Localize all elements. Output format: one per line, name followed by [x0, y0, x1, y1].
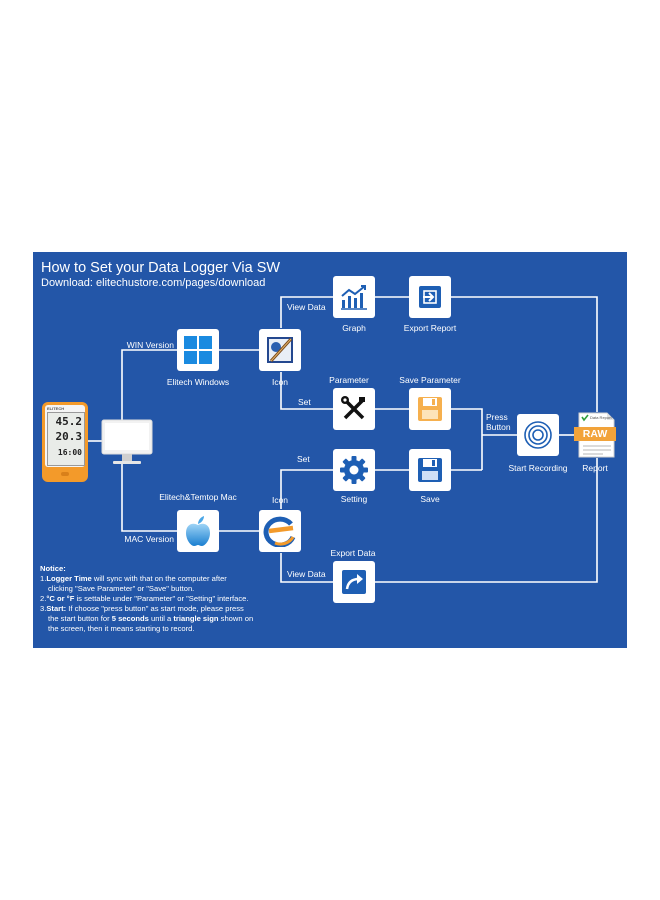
- notice-text: Notice: 1.Logger Time will sync with tha…: [40, 564, 305, 634]
- graph-box[interactable]: [333, 276, 375, 318]
- set-bottom-label: Set: [297, 454, 310, 464]
- device-screen: 45.2 20.3 16:00: [47, 412, 85, 466]
- logger-software-icon: [267, 337, 293, 363]
- setting-label: Setting: [340, 494, 368, 504]
- start-recording-label: Start Recording: [508, 463, 568, 473]
- notice-3-cont-c: until a: [148, 614, 174, 623]
- page-title: How to Set your Data Logger Via SW: [41, 260, 281, 276]
- start-recording-box[interactable]: [517, 414, 559, 456]
- windows-logo-icon: [184, 336, 212, 364]
- device-reading-mid: 20.3: [55, 430, 83, 443]
- parameter-box[interactable]: [333, 388, 375, 430]
- report-document[interactable]: Data Report RAW: [573, 412, 617, 458]
- graph-icon: [341, 285, 367, 310]
- export-report-box[interactable]: [409, 276, 451, 318]
- apple-logo-icon: [186, 516, 210, 546]
- notice-3-num: 3.: [40, 604, 47, 613]
- notice-3-cont-b: 5 seconds: [111, 614, 149, 623]
- elitech-e-logo-icon: [263, 516, 296, 547]
- tools-icon: [341, 396, 365, 420]
- parameter-label: Parameter: [329, 375, 369, 385]
- device-reading-top: 45.2: [55, 415, 83, 428]
- save-icon: [418, 458, 442, 482]
- diagram-panel: How to Set your Data Logger Via SW Downl…: [33, 252, 627, 648]
- save-box[interactable]: [409, 449, 451, 491]
- elitech-temtop-mac-label: Elitech&Temtop Mac: [159, 492, 237, 502]
- win-version-label: WIN Version: [126, 340, 174, 350]
- device-reading-bottom: 16:00: [57, 448, 82, 457]
- setting-box[interactable]: [333, 449, 375, 491]
- download-link[interactable]: Download: elitechustore.com/pages/downlo…: [41, 277, 266, 289]
- notice-3-cont-a: the start button for: [48, 614, 112, 623]
- notice-2-bold: °C or °F: [46, 594, 75, 603]
- export-data-label: Export Data: [330, 548, 376, 558]
- gear-icon: [340, 456, 368, 484]
- notice-3-cont-d: triangle sign: [173, 614, 219, 623]
- notice-1-rest: will sync with that on the computer afte…: [91, 574, 227, 583]
- view-data-top-label: View Data: [287, 302, 326, 312]
- computer-monitor-icon: [101, 419, 153, 467]
- notice-1-num: 1.: [40, 574, 47, 583]
- notice-3-cont2: the screen, then it means starting to re…: [48, 624, 195, 633]
- export-report-label: Export Report: [403, 323, 457, 333]
- notice-2-rest: is settable under "Parameter" or "Settin…: [74, 594, 249, 603]
- save-parameter-icon: [418, 397, 442, 421]
- data-logger-device: ELITECH 45.2 20.3 16:00: [42, 402, 88, 482]
- report-doc-header: Data Report: [590, 415, 612, 420]
- connector-lines: [88, 296, 598, 583]
- record-button-icon: [524, 421, 552, 449]
- notice-2-num: 2.: [40, 594, 47, 603]
- mac-icon-label: Icon: [271, 495, 289, 505]
- save-parameter-label: Save Parameter: [399, 375, 461, 385]
- save-label: Save: [420, 494, 440, 504]
- notice-3-bold: Start:: [46, 604, 67, 613]
- report-label: Report: [582, 463, 608, 473]
- graph-label: Graph: [342, 323, 366, 333]
- notice-3-cont-e: shown on: [218, 614, 254, 623]
- elitech-windows-app[interactable]: [177, 329, 219, 371]
- win-icon-label: Icon: [271, 377, 289, 387]
- export-data-icon: [342, 570, 366, 594]
- notice-1-bold: Logger Time: [46, 574, 92, 583]
- device-button: [61, 472, 69, 476]
- report-document-icon: [574, 412, 616, 458]
- view-data-bottom-label: View Data: [287, 569, 326, 579]
- notice-title: Notice:: [40, 564, 66, 573]
- mac-version-label: MAC Version: [124, 534, 174, 544]
- save-parameter-box[interactable]: [409, 388, 451, 430]
- win-app-icon-box[interactable]: [259, 329, 301, 371]
- elitech-windows-label: Elitech Windows: [166, 377, 230, 387]
- export-data-box[interactable]: [333, 561, 375, 603]
- device-brand: ELITECH: [47, 406, 65, 411]
- export-report-icon: [419, 286, 441, 308]
- raw-badge: RAW: [582, 428, 608, 440]
- press-button-label: Press Button: [486, 412, 511, 432]
- notice-1-cont: clicking "Save Parameter" or "Save" butt…: [48, 584, 195, 593]
- set-top-label: Set: [298, 397, 311, 407]
- mac-app-icon-box[interactable]: [259, 510, 301, 552]
- notice-3-rest: If choose "press button" as start mode, …: [66, 604, 244, 613]
- elitech-temtop-mac-app[interactable]: [177, 510, 219, 552]
